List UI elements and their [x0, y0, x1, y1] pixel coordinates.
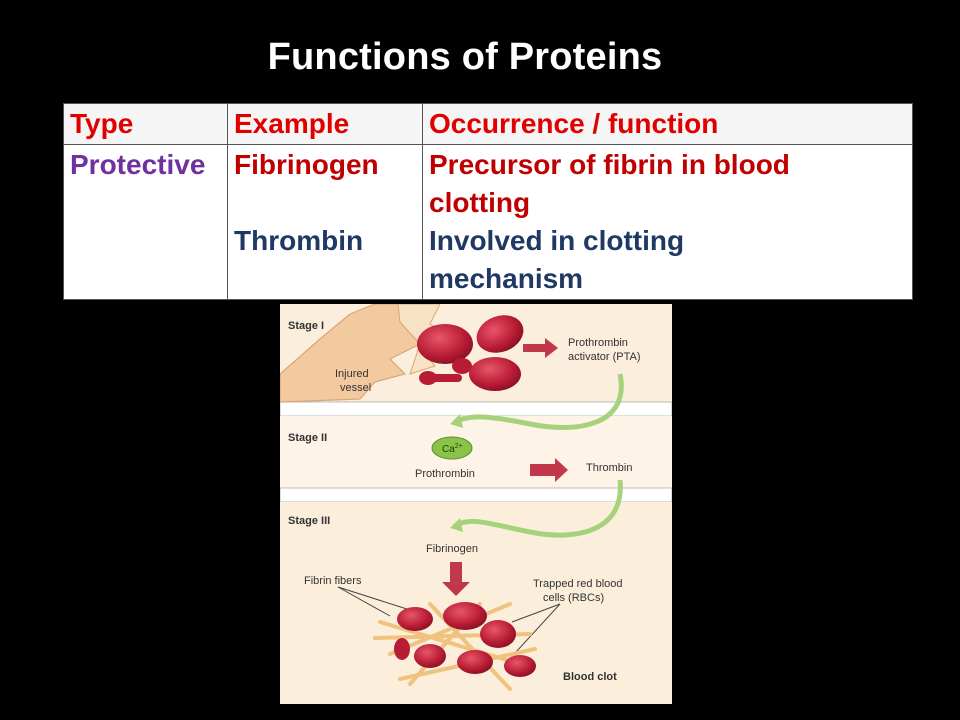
leader-line — [337, 586, 411, 611]
platelet-bridge — [428, 374, 462, 382]
platelet — [452, 358, 472, 374]
rbc-cell — [476, 315, 524, 353]
header-function: Occurrence / function — [422, 103, 913, 145]
rbc-cell — [443, 602, 487, 630]
vessel-label-line1: Injured — [335, 368, 369, 380]
rbc-cell — [457, 650, 493, 674]
thrombin-function-line1: Involved in clotting — [429, 225, 685, 256]
trapped-rbc-label-line2: cells (RBCs) — [543, 592, 604, 604]
pta-label-line1: Prothrombin — [568, 337, 628, 349]
header-example: Example — [227, 103, 423, 145]
rbc-cell — [394, 638, 410, 660]
rbc-cell — [504, 655, 536, 677]
pta-label-line2: activator (PTA) — [568, 351, 641, 363]
calcium-ion — [431, 436, 473, 460]
rbc-cell — [417, 324, 473, 364]
thrombin-label: Thrombin — [586, 462, 632, 474]
trapped-rbc-label-line1: Trapped red blood — [533, 578, 623, 590]
blood-clot-label: Blood clot — [563, 671, 617, 683]
stage2-panel — [280, 416, 672, 488]
example-cell: Fibrinogen Thrombin — [227, 144, 423, 300]
green-arrow-1 — [453, 373, 624, 430]
stage1-label: Stage I — [288, 320, 324, 332]
rbc-cell — [469, 357, 521, 391]
leader-line — [337, 586, 391, 617]
table-header-row: Type Example Occurrence / function — [63, 103, 913, 145]
stage2-arrow — [530, 458, 568, 482]
fibrinogen-function-line1: Precursor of fibrin in blood — [429, 149, 790, 180]
stage3-arrow — [442, 562, 470, 596]
leader-line — [515, 603, 561, 653]
thrombin-function-line2: mechanism — [429, 263, 584, 294]
calcium-label: Ca2+ — [442, 443, 463, 455]
leader-line — [511, 603, 561, 623]
header-type: Type — [63, 103, 228, 145]
slide-title: Functions of Proteins — [267, 36, 663, 78]
green-arrowhead-2 — [450, 518, 463, 532]
table-row: Protective Fibrinogen Thrombin Precursor… — [63, 144, 913, 300]
fibrin-fibers-label: Fibrin fibers — [304, 575, 362, 587]
protein-functions-table: Type Example Occurrence / function Prote… — [63, 103, 913, 300]
fibrinogen-label: Fibrinogen — [426, 543, 478, 555]
function-cell: Precursor of fibrin in blood clotting In… — [422, 144, 913, 300]
example-fibrinogen: Fibrinogen — [234, 149, 379, 180]
green-arrowhead-1 — [450, 414, 463, 428]
panel-divider — [279, 487, 673, 503]
stage3-label: Stage III — [288, 515, 330, 527]
type-cell: Protective — [63, 144, 228, 300]
fibrinogen-function-line2: clotting — [429, 187, 531, 218]
prothrombin-label: Prothrombin — [415, 468, 475, 480]
stage1-arrow — [523, 338, 558, 358]
stage2-label: Stage II — [288, 432, 327, 444]
green-arrow-2 — [453, 479, 623, 538]
clotting-diagram: Stage I Injured vessel Prothrombin activ… — [279, 303, 673, 704]
rbc-cell — [397, 607, 433, 631]
rbc-cell — [480, 620, 516, 648]
example-thrombin: Thrombin — [234, 225, 364, 256]
rbc-cell — [414, 644, 446, 668]
clotting-diagram-svg: Stage I Injured vessel Prothrombin activ… — [279, 303, 673, 704]
vessel-label-line2: vessel — [340, 382, 371, 394]
